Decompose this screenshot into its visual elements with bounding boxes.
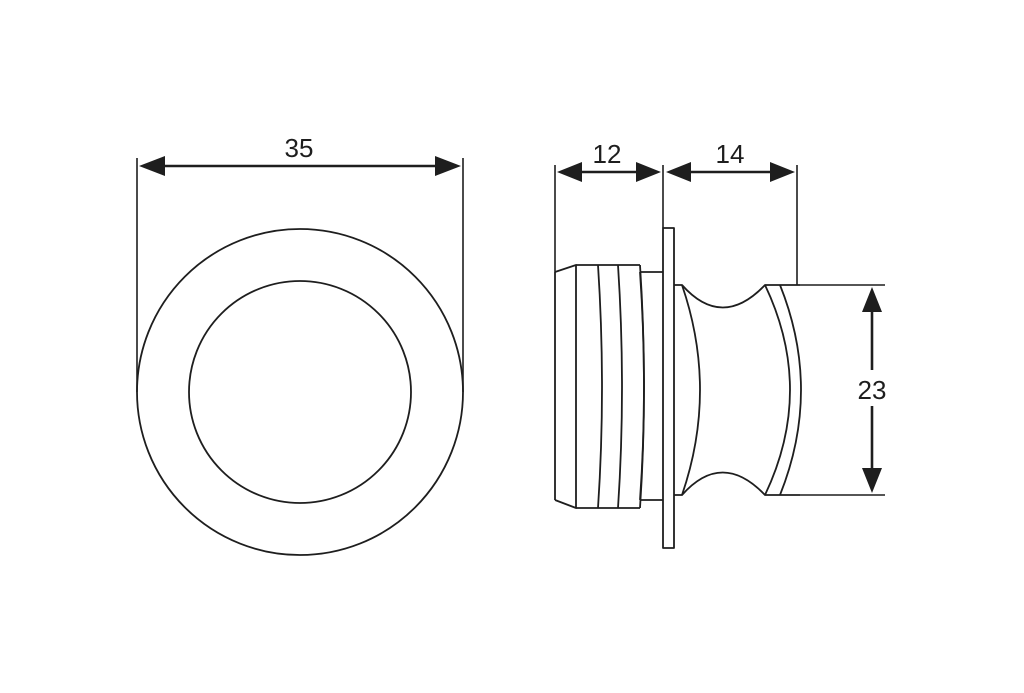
flange-plate <box>662 227 675 549</box>
base-depth-label: 12 <box>593 139 622 169</box>
front-dimension-arrow-left <box>139 156 165 176</box>
base-depth-arrow-left <box>557 162 582 182</box>
knob-height-label: 23 <box>858 375 887 405</box>
knob-depth-arrow-right <box>770 162 795 182</box>
side-view: 12 14 23 <box>554 139 892 549</box>
knob-top-curve <box>674 284 800 309</box>
knob-depth-label: 14 <box>716 139 745 169</box>
front-dimension-arrow-right <box>435 156 461 176</box>
base-depth-arrow-right <box>636 162 661 182</box>
base-rib <box>554 264 577 509</box>
front-view: 35 <box>136 133 464 556</box>
front-outer-circle <box>136 228 464 556</box>
knob-depth-arrow-left <box>666 162 691 182</box>
knob-height-arrow-bottom <box>862 468 882 493</box>
knob-left-edge <box>681 284 701 496</box>
front-diameter-label: 35 <box>285 133 314 163</box>
ribbed-base <box>554 264 663 509</box>
knob-height-label-background <box>852 370 892 406</box>
base-rib <box>598 264 623 509</box>
knob-face-arc <box>764 284 791 496</box>
base-neck <box>639 271 663 501</box>
knob-height-arrow-top <box>862 287 882 312</box>
knob-face-arc-inner <box>779 284 802 496</box>
base-rib <box>576 264 603 509</box>
front-inner-circle <box>188 280 412 504</box>
knob <box>674 284 802 496</box>
knob-bottom-curve <box>674 471 800 496</box>
